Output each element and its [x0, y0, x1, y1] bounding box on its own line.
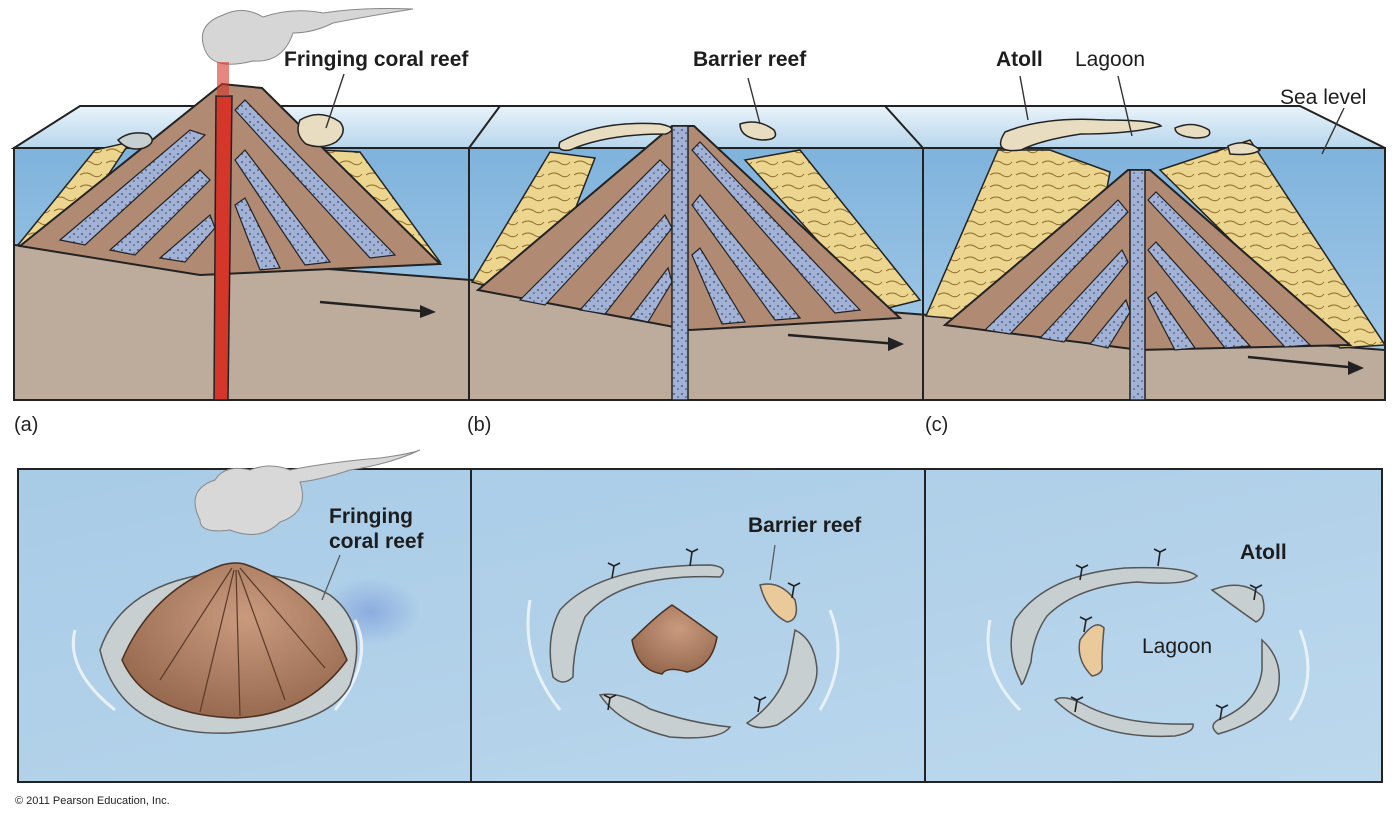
ash-layer-a6: [234, 197, 281, 271]
ash-layer-a2: [108, 169, 211, 256]
barrier-reef-b-left: [558, 122, 673, 152]
ash-layer-a4: [234, 99, 397, 259]
label-fringing-bottom-line2: coral reef: [329, 530, 424, 553]
volcano-remnant-b: [631, 604, 718, 675]
leader-fringing-top: [325, 73, 345, 129]
panel-c-atoll: [924, 118, 1387, 401]
volcano-cone-aerial: [121, 562, 348, 719]
ash-layer-c2: [1038, 248, 1129, 343]
atoll-reef-left: [999, 118, 1163, 152]
separator-bc-top: [884, 105, 924, 149]
palm-trees-b: [603, 548, 801, 713]
cone-ridges-a: [159, 567, 326, 717]
current-arrow-c: [1247, 355, 1359, 370]
label-barrier-reef-top: Barrier reef: [693, 48, 807, 71]
current-arrowhead-b: [888, 337, 904, 351]
label-sea-level: Sea level: [1280, 86, 1367, 109]
magma-vent: [217, 62, 229, 96]
leader-lagoon-top: [1117, 75, 1133, 137]
current-arrowhead-a: [420, 305, 436, 318]
ash-layer-b4: [691, 141, 862, 314]
panel-b-volcano: [470, 121, 922, 401]
aerial-b-barrier-reef: [526, 544, 840, 739]
label-barrier-reef-bottom: Barrier reef: [748, 514, 862, 537]
label-lagoon-bottom: Lagoon: [1142, 635, 1213, 658]
atoll-ring-right: [1212, 638, 1280, 735]
barrier-reef-b-right: [739, 121, 777, 141]
atoll-reef-mid: [1174, 123, 1211, 139]
ripples-b: [526, 599, 840, 711]
reef-a-left: [116, 132, 153, 150]
ash-layer-a1: [58, 129, 207, 246]
ash-layer-b1: [518, 159, 671, 306]
atoll-ring-top: [1010, 566, 1199, 686]
aerial-c-atoll: [986, 548, 1310, 738]
volcano-b-cone: [475, 125, 903, 332]
magma-conduit: [213, 95, 233, 401]
leader-sea-level: [1321, 107, 1345, 155]
ripples-a: [71, 619, 364, 712]
ash-layer-c4: [1147, 191, 1312, 348]
separator-ab-top: [468, 105, 501, 149]
barrier-reef-island: [759, 583, 798, 623]
current-arrow-a: [319, 300, 433, 314]
atoll-reef-right: [1227, 142, 1262, 156]
label-atoll-bottom: Atoll: [1240, 541, 1287, 564]
ash-layer-c1: [983, 199, 1129, 335]
leader-barrier-top: [747, 77, 761, 125]
ash-layer-c5: [1147, 241, 1252, 349]
reef-a-right: [297, 113, 344, 148]
copyright-notice: © 2011 Pearson Education, Inc.: [15, 795, 170, 807]
volcanic-conduit-c: [1129, 169, 1146, 401]
atoll-inner-islet: [1078, 624, 1105, 677]
label-lagoon-top: Lagoon: [1075, 48, 1146, 71]
ash-layer-a5: [234, 149, 332, 266]
palm-trees-c: [1070, 548, 1263, 721]
volcanic-conduit-b: [671, 125, 689, 401]
label-fringing-coral-reef-top: Fringing coral reef: [284, 48, 469, 71]
current-arrow-b: [787, 333, 899, 346]
current-arrowhead-c: [1348, 361, 1364, 375]
ash-layer-c6: [1147, 291, 1197, 351]
label-fringing-bottom-line1: Fringing: [329, 505, 413, 528]
leader-fringing-bottom: [321, 554, 341, 601]
ash-layer-b5: [691, 194, 802, 321]
ripples-c: [986, 619, 1310, 721]
leader-barrier-bottom: [769, 544, 776, 581]
panel-a-volcano: [16, 8, 443, 401]
label-atoll-top: Atoll: [996, 48, 1043, 71]
smoke-plume-top: [201, 8, 414, 65]
ash-layer-b6: [691, 247, 747, 325]
smoke-plume-aerial: [194, 449, 421, 535]
aerial-a-volcano-island: [71, 449, 421, 734]
barrier-reef-ring-right: [745, 628, 818, 729]
label-panel-b: (b): [467, 414, 492, 436]
leader-atoll-top: [1019, 75, 1029, 121]
atoll-ring-right-top: [1210, 584, 1265, 623]
barrier-reef-ring-left: [549, 564, 725, 683]
barrier-reef-ring-bottom: [598, 693, 732, 739]
label-panel-a: (a): [14, 414, 39, 436]
label-panel-c: (c): [925, 414, 949, 436]
